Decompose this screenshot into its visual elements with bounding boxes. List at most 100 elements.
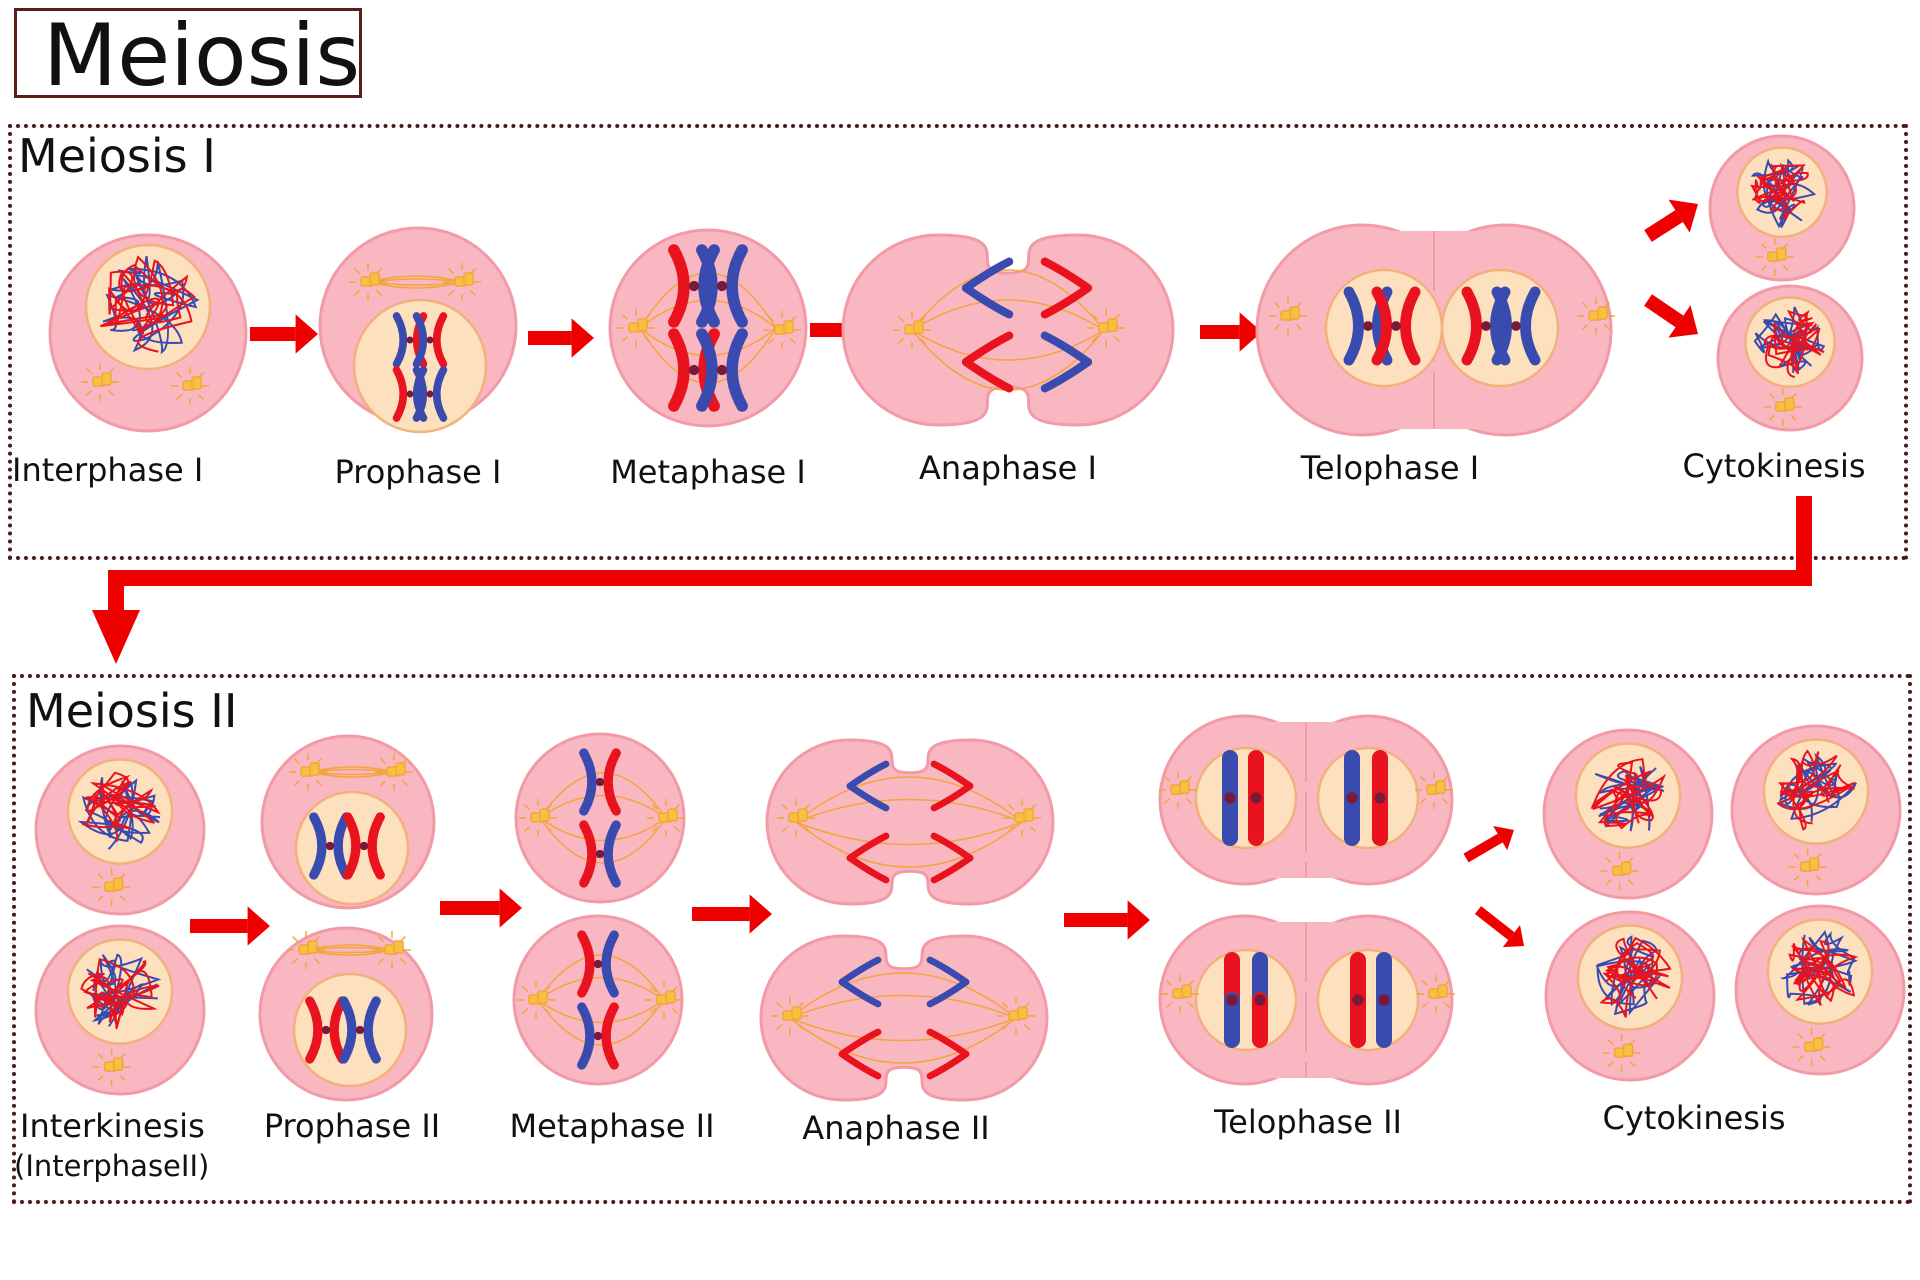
anaphase-2-cell-top (765, 738, 1055, 906)
centrosome (1577, 297, 1615, 335)
centrosome (771, 997, 809, 1035)
aster-ray (622, 314, 629, 321)
chromosome-arm (961, 331, 1014, 367)
spindle-fiber (789, 1017, 1017, 1064)
chromatin-strand (81, 771, 161, 842)
centromere (426, 390, 434, 398)
aster-ray (378, 957, 385, 964)
chromatid (1343, 286, 1364, 366)
centromere (1352, 994, 1364, 1006)
centriole (1784, 397, 1795, 411)
centriole (1107, 318, 1118, 332)
cell-membrane (841, 233, 1175, 427)
chromosome (926, 956, 970, 1008)
aster-ray (401, 758, 408, 765)
chromatid (603, 748, 621, 816)
centrosome (443, 263, 481, 301)
arrow-shaft (1644, 210, 1683, 242)
telophase-2-cell-bottom (1158, 914, 1455, 1086)
aster-ray (313, 957, 320, 964)
centromere (325, 841, 335, 851)
aster-ray (1023, 1002, 1030, 1009)
aster-ray (315, 758, 322, 765)
aster-ray (292, 957, 299, 964)
arrow-shaft (1463, 833, 1503, 863)
arrow-head (749, 894, 772, 934)
chromatin-strand (1590, 758, 1667, 830)
centromere (688, 364, 700, 376)
aster-ray (898, 337, 905, 344)
chromatid (309, 812, 327, 880)
chromatid (1520, 286, 1541, 366)
centriole (393, 940, 404, 954)
aster-ray (803, 825, 810, 832)
centrosome (645, 981, 683, 1019)
chromatid (432, 312, 448, 368)
chromatin-tangle (77, 771, 161, 850)
chromatin-strand (1776, 749, 1855, 831)
centriole (1437, 984, 1448, 998)
centromere (1254, 994, 1266, 1006)
centriole (463, 272, 474, 286)
aster-ray (119, 1053, 126, 1060)
arrow-head (499, 888, 522, 928)
aster-ray (119, 1075, 126, 1082)
nucleus (1194, 746, 1298, 850)
cytokinesis-2-cell-1 (1542, 728, 1714, 900)
centriole (1812, 1037, 1824, 1051)
centrosome (171, 367, 209, 405)
chromosome (930, 760, 974, 812)
chromosome-arm (926, 1050, 970, 1080)
chromosome-arm (961, 257, 1014, 293)
chromatid (305, 996, 323, 1064)
chromosome-arm (1040, 257, 1093, 293)
chromosome (961, 331, 1014, 393)
aster-ray (1023, 1023, 1030, 1030)
spindle-fiber (539, 772, 667, 819)
spindle-fibers (537, 954, 665, 1046)
chromatin-strand (1750, 162, 1809, 221)
centromere (595, 777, 605, 787)
chromosome-arm (926, 1028, 970, 1058)
spindle-fiber (795, 821, 1023, 846)
aster-ray (448, 289, 455, 296)
chromatid (1491, 286, 1512, 366)
arrow-head (1493, 825, 1514, 851)
chromatid (392, 366, 408, 422)
centriole (1179, 780, 1190, 794)
aster-ray (652, 825, 659, 832)
centrosome (1792, 1028, 1831, 1067)
aster-ray (1797, 1055, 1804, 1062)
spindle-fiber (789, 972, 1017, 1019)
chromosome (1371, 286, 1421, 366)
centromere (716, 280, 728, 292)
chromosome (412, 366, 448, 422)
centrosome (1003, 799, 1041, 837)
arrow-head (1668, 199, 1698, 233)
aster-ray (294, 779, 301, 786)
spindle-fiber (795, 821, 1023, 868)
aster-ray (797, 1002, 804, 1009)
connector-line (108, 496, 1812, 610)
spindle-fiber (911, 269, 1105, 331)
chromatin-tangle (100, 255, 200, 355)
aster-ray (650, 986, 657, 993)
centromere (688, 280, 700, 292)
centromere (359, 841, 369, 851)
spindle-fiber (539, 794, 667, 819)
aster-ray (1782, 264, 1789, 271)
connector-head (92, 610, 140, 664)
chromatid (696, 244, 718, 328)
chromosome (961, 257, 1014, 319)
aster-ray (524, 804, 531, 811)
spindle-fibers (539, 772, 667, 864)
prophase-1-cell (318, 226, 518, 434)
centriole (1289, 306, 1300, 320)
aster-ray (1113, 314, 1120, 321)
aster-ray (97, 1075, 104, 1082)
aster-ray (1187, 980, 1194, 987)
spindle-fiber (911, 299, 1105, 331)
anaphase-2-cell-bottom (759, 934, 1049, 1102)
centriole (637, 318, 648, 332)
centriole (537, 990, 548, 1004)
